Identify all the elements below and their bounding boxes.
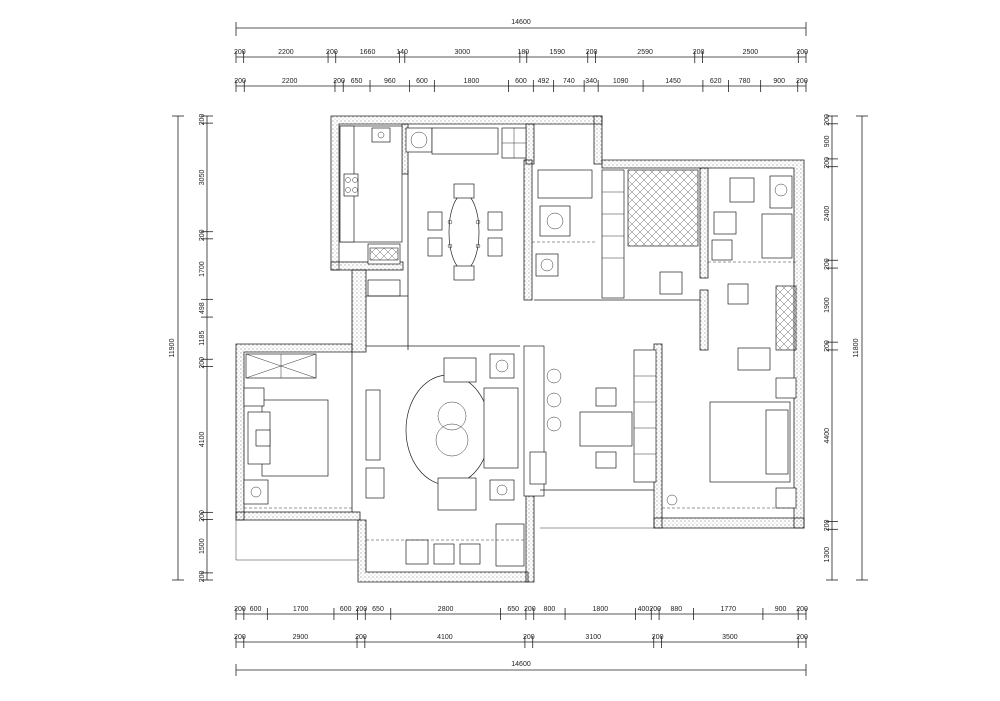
dim-label: 1800 (464, 78, 480, 85)
dim-label: 498 (199, 302, 206, 314)
dim-label: 200 (199, 510, 206, 522)
bathroom-right (708, 175, 796, 263)
dim-label: 180 (517, 49, 529, 56)
dim-label: 2200 (278, 49, 294, 56)
dim-label: 650 (372, 606, 384, 613)
dim-label: 200 (824, 114, 831, 126)
dim-label: 400 (638, 606, 650, 613)
dim-label: 740 (563, 78, 575, 85)
living-room (365, 345, 562, 511)
bottom-dimensions: 14600 200 600 1700 600 200 650 2800 650 200 800 18… (234, 606, 808, 676)
overall-width-top: 14600 (511, 19, 531, 26)
bedroom-left (243, 353, 352, 509)
dim-label: 200 (199, 229, 206, 241)
closet (601, 169, 699, 299)
dim-label: 1900 (824, 297, 831, 313)
dim-label: 1500 (199, 538, 206, 554)
dim-label: 1700 (293, 606, 309, 613)
dim-label: 200 (199, 114, 206, 126)
dim-label: 3000 (455, 49, 471, 56)
bathroom-center (532, 169, 596, 277)
balcony (235, 520, 654, 567)
dim-label: 200 (524, 606, 536, 613)
dim-label: 4100 (437, 634, 453, 641)
dim-label: 1450 (665, 78, 681, 85)
dim-label: 4400 (824, 428, 831, 444)
left-dimensions: 11900 200 3050 200 1700 498 1185 200 4100 200 150… (169, 114, 213, 582)
dim-label: 200 (586, 49, 598, 56)
dim-label: 200 (199, 570, 206, 582)
dim-label: 600 (515, 78, 527, 85)
partitions (351, 170, 700, 512)
dim-label: 140 (396, 49, 408, 56)
dim-label: 200 (824, 519, 831, 531)
dim-label: 200 (796, 78, 808, 85)
dim-label: 650 (351, 78, 363, 85)
dim-label: 1090 (613, 78, 629, 85)
dim-label: 200 (199, 357, 206, 369)
dim-label: 492 (538, 78, 550, 85)
dim-label: 200 (824, 340, 831, 352)
dim-label: 200 (355, 634, 367, 641)
dim-label: 200 (824, 258, 831, 270)
kitchen (339, 125, 403, 297)
right-dimensions: 11800 200 900 200 2400 200 1900 200 4400 200 1300 (824, 114, 868, 581)
walls (235, 115, 805, 583)
top-dimensions: 14600 200 2200 200 1660 140 3000 180 1590 200 259… (234, 19, 808, 92)
dim-label: 620 (710, 78, 722, 85)
dim-label: 1770 (720, 606, 736, 613)
overall-height-left: 11900 (169, 338, 176, 357)
dim-label: 1590 (549, 49, 565, 56)
dim-label: 3500 (722, 634, 738, 641)
dim-label: 1700 (199, 261, 206, 277)
dim-label: 900 (773, 78, 785, 85)
dim-label: 1185 (199, 331, 206, 346)
study-area (579, 349, 657, 483)
dim-label: 200 (356, 606, 368, 613)
dim-label: 200 (796, 606, 808, 613)
dim-label: 2800 (438, 606, 454, 613)
bedroom-right (662, 283, 797, 509)
dim-label: 780 (739, 78, 751, 85)
dim-label: 200 (326, 49, 338, 56)
dim-label: 200 (234, 606, 246, 613)
dim-label: 3050 (199, 170, 206, 186)
dim-label: 2400 (824, 206, 831, 222)
dim-label: 200 (333, 78, 345, 85)
dim-label: 960 (384, 78, 396, 85)
dim-label: 200 (649, 606, 661, 613)
dim-label: 900 (824, 135, 831, 147)
dim-label: 1800 (593, 606, 609, 613)
dim-label: 4100 (199, 431, 206, 447)
dim-label: 880 (670, 606, 682, 613)
dim-label: 340 (585, 78, 597, 85)
dim-label: 200 (652, 634, 664, 641)
dining-area (405, 127, 527, 281)
dim-label: 200 (824, 157, 831, 169)
dim-label: 200 (234, 78, 246, 85)
dim-label: 2200 (282, 78, 298, 85)
overall-width-bottom: 14600 (511, 661, 531, 668)
dim-label: 200 (693, 49, 705, 56)
dim-label: 600 (416, 78, 428, 85)
dim-label: 2590 (637, 49, 653, 56)
dim-label: 200 (796, 634, 808, 641)
dim-label: 2900 (293, 634, 309, 641)
dim-label: 2500 (743, 49, 759, 56)
dim-label: 200 (796, 49, 808, 56)
dim-label: 650 (507, 606, 519, 613)
dim-label: 200 (234, 634, 246, 641)
overall-height-right: 11800 (853, 338, 860, 357)
dim-label: 900 (775, 606, 787, 613)
dim-label: 800 (544, 606, 556, 613)
dim-label: 200 (234, 49, 246, 56)
dim-label: 3100 (585, 634, 601, 641)
dim-label: 1300 (824, 547, 831, 563)
dim-label: 1660 (360, 49, 376, 56)
dim-label: 200 (523, 634, 535, 641)
dim-label: 600 (340, 606, 352, 613)
dim-label: 600 (250, 606, 262, 613)
